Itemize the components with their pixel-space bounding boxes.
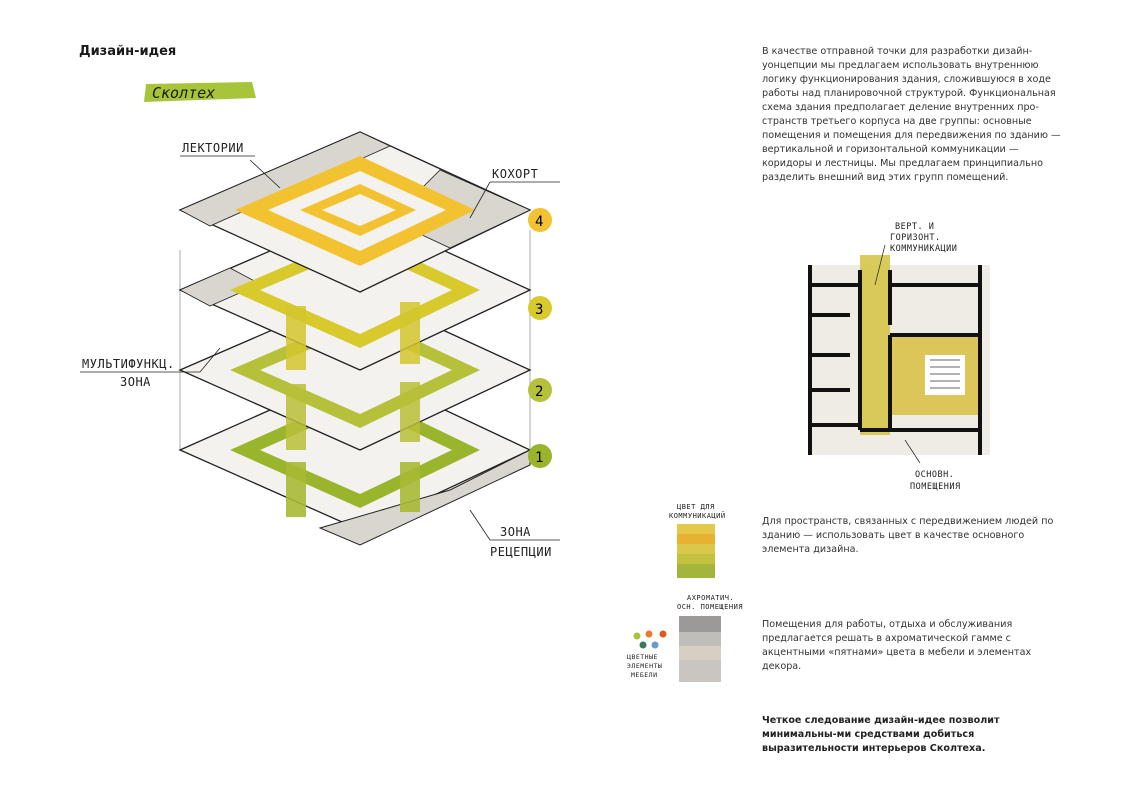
label-multifunc-2: ЗОНА — [120, 375, 151, 389]
label-reception-1: ЗОНА — [500, 525, 531, 539]
conclusion-paragraph: Четкое следование дизайн-идее позволит м… — [762, 715, 1000, 754]
swatch-accent-label-3: МЕБЕЛИ — [631, 671, 657, 679]
floor-2-badge: 2 — [528, 378, 552, 402]
logo-text: Сколтех — [152, 84, 215, 102]
communication-paragraph: Для пространств, связанных с передвижени… — [762, 516, 1054, 555]
communication-swatch: ЦВЕТ ДЛЯ КОММУНИКАЦИЙ — [669, 503, 726, 578]
floor-diagram: Сколтех — [80, 82, 560, 559]
leader-lines — [80, 155, 560, 541]
achromatic-swatch: АХРОМАТИЧ. ОСН. ПОМЕЩЕНИЯ ЦВЕТНЫЕ ЭЛЕМЕН… — [627, 594, 743, 682]
swatch-achrom-label-1: АХРОМАТИЧ. — [687, 594, 734, 602]
plan-label-top-3: КОММУНИКАЦИИ — [890, 244, 957, 254]
floor-4-number: 4 — [535, 214, 543, 230]
achromatic-paragraph: Помещения для работы, отдыха и обслужива… — [762, 619, 1032, 672]
floor-2-number: 2 — [535, 384, 543, 400]
floor-4-badge: 4 — [528, 208, 552, 232]
plan-label-bottom-1: ОСНОВН. — [915, 470, 954, 480]
swatch-accent-label-2: ЭЛЕМЕНТЫ — [627, 662, 662, 670]
plan-label-bottom-2: ПОМЕЩЕНИЯ — [910, 482, 961, 492]
logo-badge: Сколтех — [144, 82, 256, 102]
swatch-achrom-label-2: ОСН. ПОМЕЩЕНИЯ — [677, 603, 743, 611]
floor-1-badge: 1 — [528, 444, 552, 468]
label-multifunc-1: МУЛЬТИФУНКЦ. — [82, 357, 175, 371]
label-cohort: КОХОРТ — [492, 167, 538, 181]
swatch-color-label-2: КОММУНИКАЦИЙ — [669, 511, 726, 520]
intro-paragraph: В качестве отправной точки для разработк… — [762, 46, 1061, 183]
floor-3-badge: 3 — [528, 296, 552, 320]
floor-1-number: 1 — [535, 450, 543, 466]
page-title: Дизайн-идея — [79, 44, 177, 59]
floor-plan-sketch: ВЕРТ. И ГОРИЗОНТ. КОММУНИКАЦИИ ОСНОВН. П… — [808, 222, 990, 492]
label-reception-2: РЕЦЕПЦИИ — [490, 545, 552, 559]
plan-label-top-2: ГОРИЗОНТ. — [890, 233, 941, 243]
floor-3-number: 3 — [535, 302, 543, 318]
floor-4-slab — [178, 131, 532, 293]
label-lectures: ЛЕКТОРИИ — [182, 141, 244, 155]
swatch-accent-label-1: ЦВЕТНЫЕ — [627, 653, 658, 661]
plan-label-top-1: ВЕРТ. И — [895, 222, 934, 232]
swatch-color-label-1: ЦВЕТ ДЛЯ — [677, 503, 715, 511]
